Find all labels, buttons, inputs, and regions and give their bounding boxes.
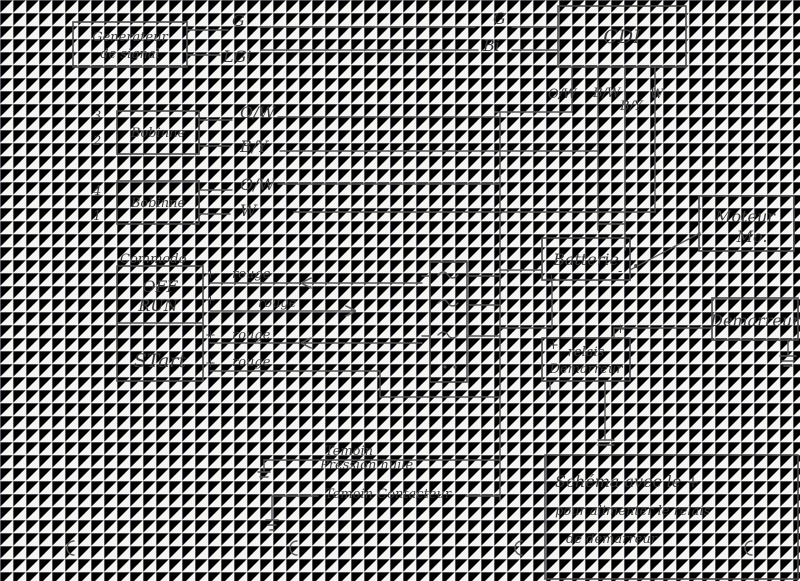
commodo-plus-4: +	[205, 356, 216, 371]
coil-2-wire-ow: O/W	[240, 175, 277, 194]
contact-block	[421, 261, 501, 383]
coil-1-wire-ow: O/W	[240, 103, 277, 122]
battery-label: Batterie	[552, 250, 619, 269]
indicators: Temoin Pression huile Temoin Contacteur	[257, 444, 501, 531]
relay-plus-1: +	[548, 338, 559, 353]
note-line-1: Schéma avec le +	[555, 472, 700, 491]
coil-2: Bobinne 4 1 O/W W	[92, 175, 601, 225]
generator-block: Generateur de signal	[72, 21, 188, 68]
cdi-pin-by: B/Y	[619, 99, 644, 114]
commodo-plus-1: +	[205, 267, 216, 282]
binder-holes	[66, 540, 753, 556]
rouge-label-3: rouge	[232, 328, 271, 343]
generator-label-2: de signal	[100, 47, 160, 62]
cdi-pin-bw: B/W	[592, 86, 622, 101]
starter-block: Demarreur	[709, 297, 800, 367]
battery-block: Batterie + -	[499, 232, 701, 329]
oil-indicator-label-2: Pression huile	[319, 458, 414, 473]
wire-label-cdi-g: G	[493, 9, 506, 28]
commodo-plus-3: +	[205, 328, 216, 343]
motor-label-1: Moteur	[714, 207, 776, 226]
coil-2-num-b: 1	[93, 209, 101, 224]
motor-block: Moteur Mo.	[698, 195, 795, 252]
commodo-off: OFF	[142, 277, 178, 296]
note-line-2: pour alimenter le relais	[555, 504, 711, 519]
coil-2-num-a: 4	[92, 184, 101, 199]
rouge-label-1: rouge	[232, 267, 271, 282]
coil-2-label: Bobinne	[130, 196, 186, 211]
relay-plus-2: +	[615, 322, 626, 337]
rouge-label-4: rouge	[232, 355, 271, 370]
neutral-indicator-label: Temoin Contacteur	[325, 487, 452, 502]
battery-minus: -	[618, 264, 622, 279]
cdi-block: CDI	[557, 5, 687, 68]
starter-label: Demarreur	[709, 311, 800, 330]
wire-label-gen-lg: LGi	[222, 47, 252, 66]
note-line-3: de demarreur	[566, 532, 658, 547]
wire-label-gen-g: G	[232, 11, 245, 30]
coil-1-wire-by: B/Y	[239, 137, 269, 156]
cdi-label: CDI	[603, 26, 641, 48]
commodo-start: STart	[134, 350, 187, 372]
oil-indicator-label-1: Temoin	[325, 444, 373, 459]
rouge-label-2: rouge	[258, 296, 297, 311]
commodo-label: Commodo	[120, 252, 187, 267]
cdi-pin-w: W	[650, 87, 665, 102]
wire-label-cdi-b: Bi	[482, 36, 500, 55]
relay-label-1: relais	[568, 345, 605, 360]
generator-label-1: Generateur	[92, 30, 168, 45]
battery-plus: +	[546, 272, 557, 287]
note-box: Schéma avec le + pour alimenter le relai…	[544, 454, 799, 580]
commodo-switch: Commodo OFF RUN STart + + + +	[116, 252, 216, 382]
commodo-plus-2: +	[205, 293, 216, 308]
coil-1-num-b: 2	[92, 134, 101, 149]
cdi-pins: O/W B/W B/Y W	[548, 66, 665, 114]
motor-label-2: Mo.	[736, 227, 768, 246]
coil-1-num-a: 3	[93, 109, 101, 124]
harness-lines	[494, 83, 656, 501]
commodo-run: RUN	[137, 296, 179, 315]
generator-wires: G LGi G Bi	[186, 9, 559, 66]
rouge-wires: rouge rouge rouge rouge	[209, 267, 501, 398]
cdi-pin-ow: O/W	[548, 87, 578, 102]
coil-1-label: Bobinne	[130, 126, 186, 141]
coil-1: Bobinne 3 2 O/W B/Y	[92, 103, 501, 156]
coil-2-wire-w: W	[240, 201, 258, 220]
relay-block: relais Demarreur + +	[541, 322, 713, 446]
relay-label-2: Demarreur	[549, 362, 624, 377]
